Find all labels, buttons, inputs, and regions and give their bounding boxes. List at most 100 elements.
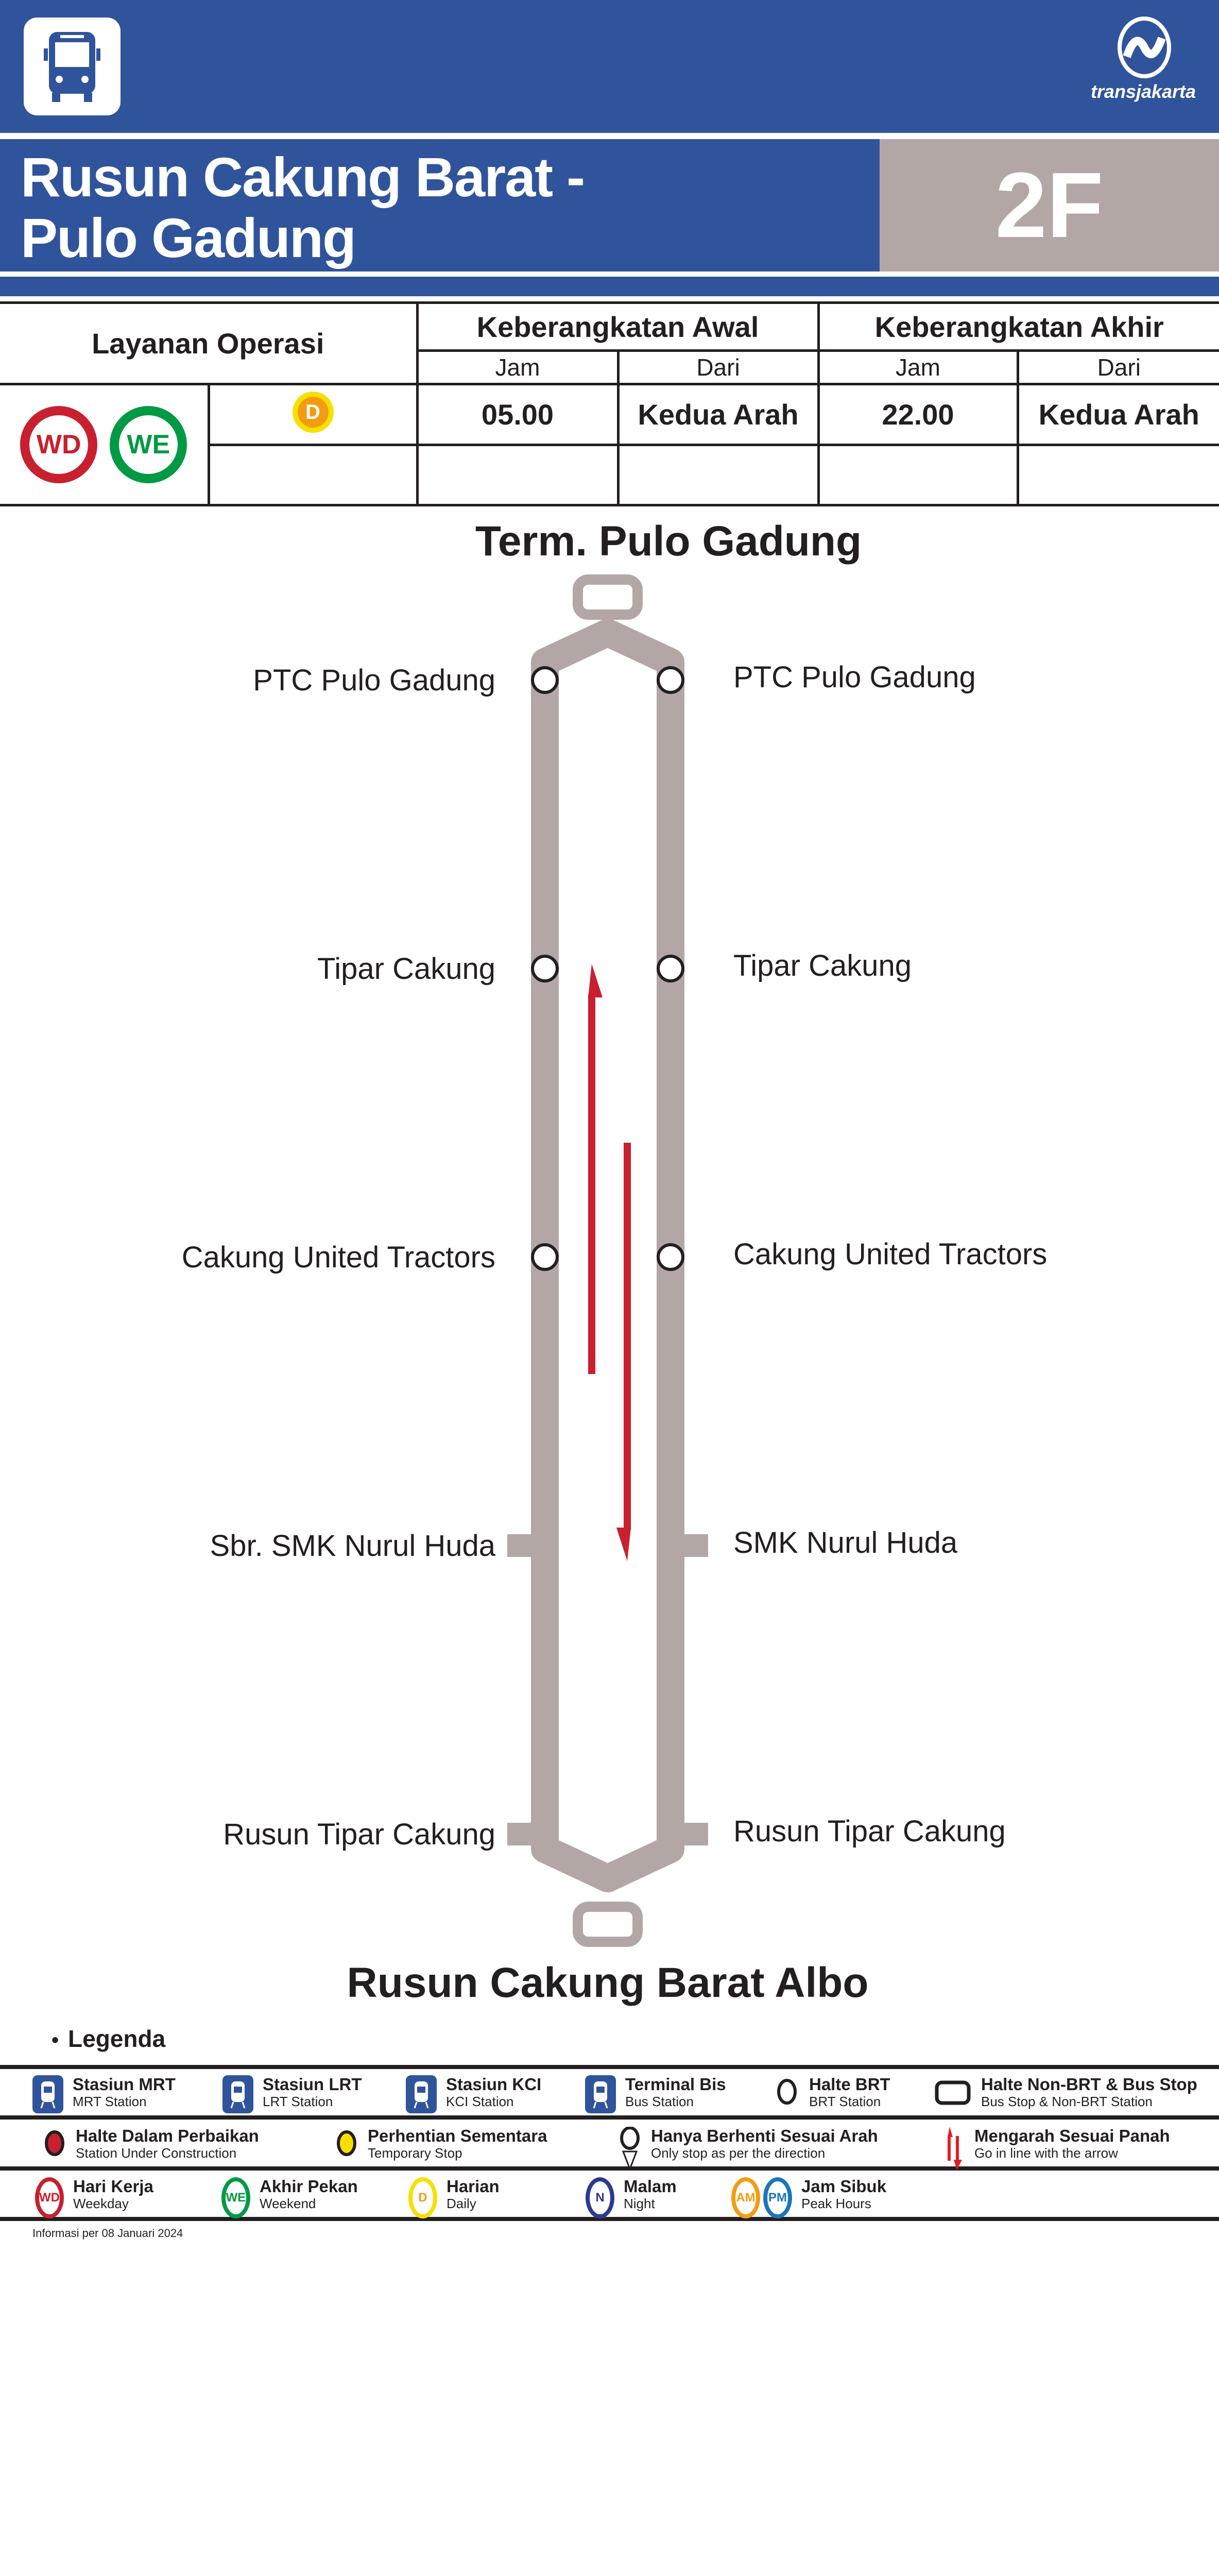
last-time: 22.00: [817, 383, 1019, 446]
kci-icon: [406, 2075, 437, 2113]
divider-strip: [0, 277, 1219, 296]
route-line: [531, 619, 684, 1892]
bottom-terminal-label: Rusun Cakung Barat Albo: [347, 1959, 869, 2006]
top-terminal-label: Term. Pulo Gadung: [475, 518, 862, 565]
schedule-table: Layanan Operasi Keberangkatan Awal Keber…: [0, 301, 1219, 506]
bus-icon: [24, 18, 121, 115]
first-time: 05.00: [416, 383, 620, 446]
legend-sublabel: LRT Station: [263, 2094, 333, 2109]
mrt-icon: [32, 2075, 63, 2113]
non-brt-stop-icon: [934, 2075, 972, 2106]
route-code: 2F: [880, 139, 1219, 272]
daily-cell: D: [207, 383, 419, 446]
legend-sublabel: Night: [624, 2196, 655, 2211]
lrt-icon: [222, 2075, 253, 2113]
legend-label: Halte Non-BRT & Bus Stop: [981, 2075, 1197, 2094]
legend-label: Stasiun LRT: [263, 2075, 362, 2094]
legend-title: •Legenda: [51, 2025, 166, 2052]
route-title: Rusun Cakung Barat -Pulo Gadung: [21, 147, 585, 269]
legend-label: Perhentian Sementara: [368, 2126, 547, 2145]
divider: [0, 2166, 1219, 2171]
legend-label: Stasiun MRT: [73, 2075, 176, 2094]
temporary-stop-icon: [335, 2127, 358, 2158]
brt-stop-icon: [774, 2075, 800, 2106]
divider: [0, 2217, 1219, 2221]
last-jam-header: Jam: [817, 349, 1019, 385]
legend-sublabel: Go in line with the arrow: [974, 2145, 1118, 2161]
divider: [0, 2065, 1219, 2069]
legend-label: Harian: [447, 2177, 500, 2196]
divider: [0, 2115, 1219, 2120]
legend-label: Malam: [624, 2177, 677, 2196]
legend-label: Stasiun KCI: [446, 2075, 542, 2094]
brt-stop-icon: [657, 1243, 684, 1271]
daily-badge: D: [292, 392, 334, 433]
legend-label: Hari Kerja: [73, 2177, 153, 2196]
stop-label-right: Cakung United Tractors: [733, 1238, 1047, 1271]
stop-label-left: Sbr. SMK Nurul Huda: [210, 1529, 496, 1563]
legend-sublabel: Weekday: [73, 2196, 129, 2211]
stop-label-right: Tipar Cakung: [733, 949, 912, 982]
wd-badge-icon: WD: [35, 2177, 64, 2218]
first-jam-header: Jam: [416, 349, 620, 385]
stop: Cakung United Tractors Cakung United Trac…: [182, 1238, 1048, 1274]
transjakarta-logo: transjakarta: [1087, 15, 1200, 108]
empty-cell: [207, 444, 419, 506]
n-badge-icon: N: [586, 2177, 614, 2218]
stop: Sbr. SMK Nurul Huda SMK Nurul Huda: [210, 1526, 958, 1563]
legend-title-text: Legenda: [68, 2025, 166, 2052]
legend-sublabel: Temporary Stop: [368, 2145, 462, 2161]
stop-label-left: Cakung United Tractors: [182, 1241, 495, 1274]
brt-stop-icon: [657, 666, 684, 694]
stop-label-left: Rusun Tipar Cakung: [223, 1818, 495, 1851]
stop-label-right: Rusun Tipar Cakung: [733, 1815, 1006, 1848]
title-band: [0, 139, 880, 272]
d-badge-icon: D: [408, 2177, 437, 2218]
bottom-terminal-icon: [573, 1902, 643, 1947]
legend-label: Halte BRT: [809, 2075, 890, 2094]
route-diagram: Term. Pulo Gadung Rusun Cakung Barat Alb…: [182, 518, 1048, 2006]
legend-sublabel: Daily: [447, 2196, 476, 2211]
weekend-badge: WE: [110, 406, 187, 483]
title-line-2: Pulo Gadung: [21, 207, 356, 269]
up-arrow-icon: [588, 964, 603, 1374]
last-departure-header: Keberangkatan Akhir: [817, 301, 1219, 352]
header-bar: transjakarta: [0, 0, 1219, 133]
legend-label: Mengarah Sesuai Panah: [974, 2126, 1170, 2145]
legend-sublabel: Weekend: [260, 2196, 316, 2211]
last-dari-header: Dari: [1016, 349, 1219, 385]
top-terminal-icon: [573, 574, 643, 620]
brt-stop-icon: [657, 955, 684, 982]
non-brt-stop-icon: [507, 1823, 538, 1845]
legend-sublabel: Bus Stop & Non-BRT Station: [981, 2094, 1153, 2109]
stop-label-right: SMK Nurul Huda: [733, 1526, 958, 1560]
legend-label: Halte Dalam Perbaikan: [76, 2126, 259, 2145]
info-date: Informasi per 08 Januari 2024: [32, 2227, 183, 2240]
legend-sublabel: Peak Hours: [801, 2196, 871, 2211]
legend-sublabel: Only stop as per the direction: [651, 2145, 826, 2161]
